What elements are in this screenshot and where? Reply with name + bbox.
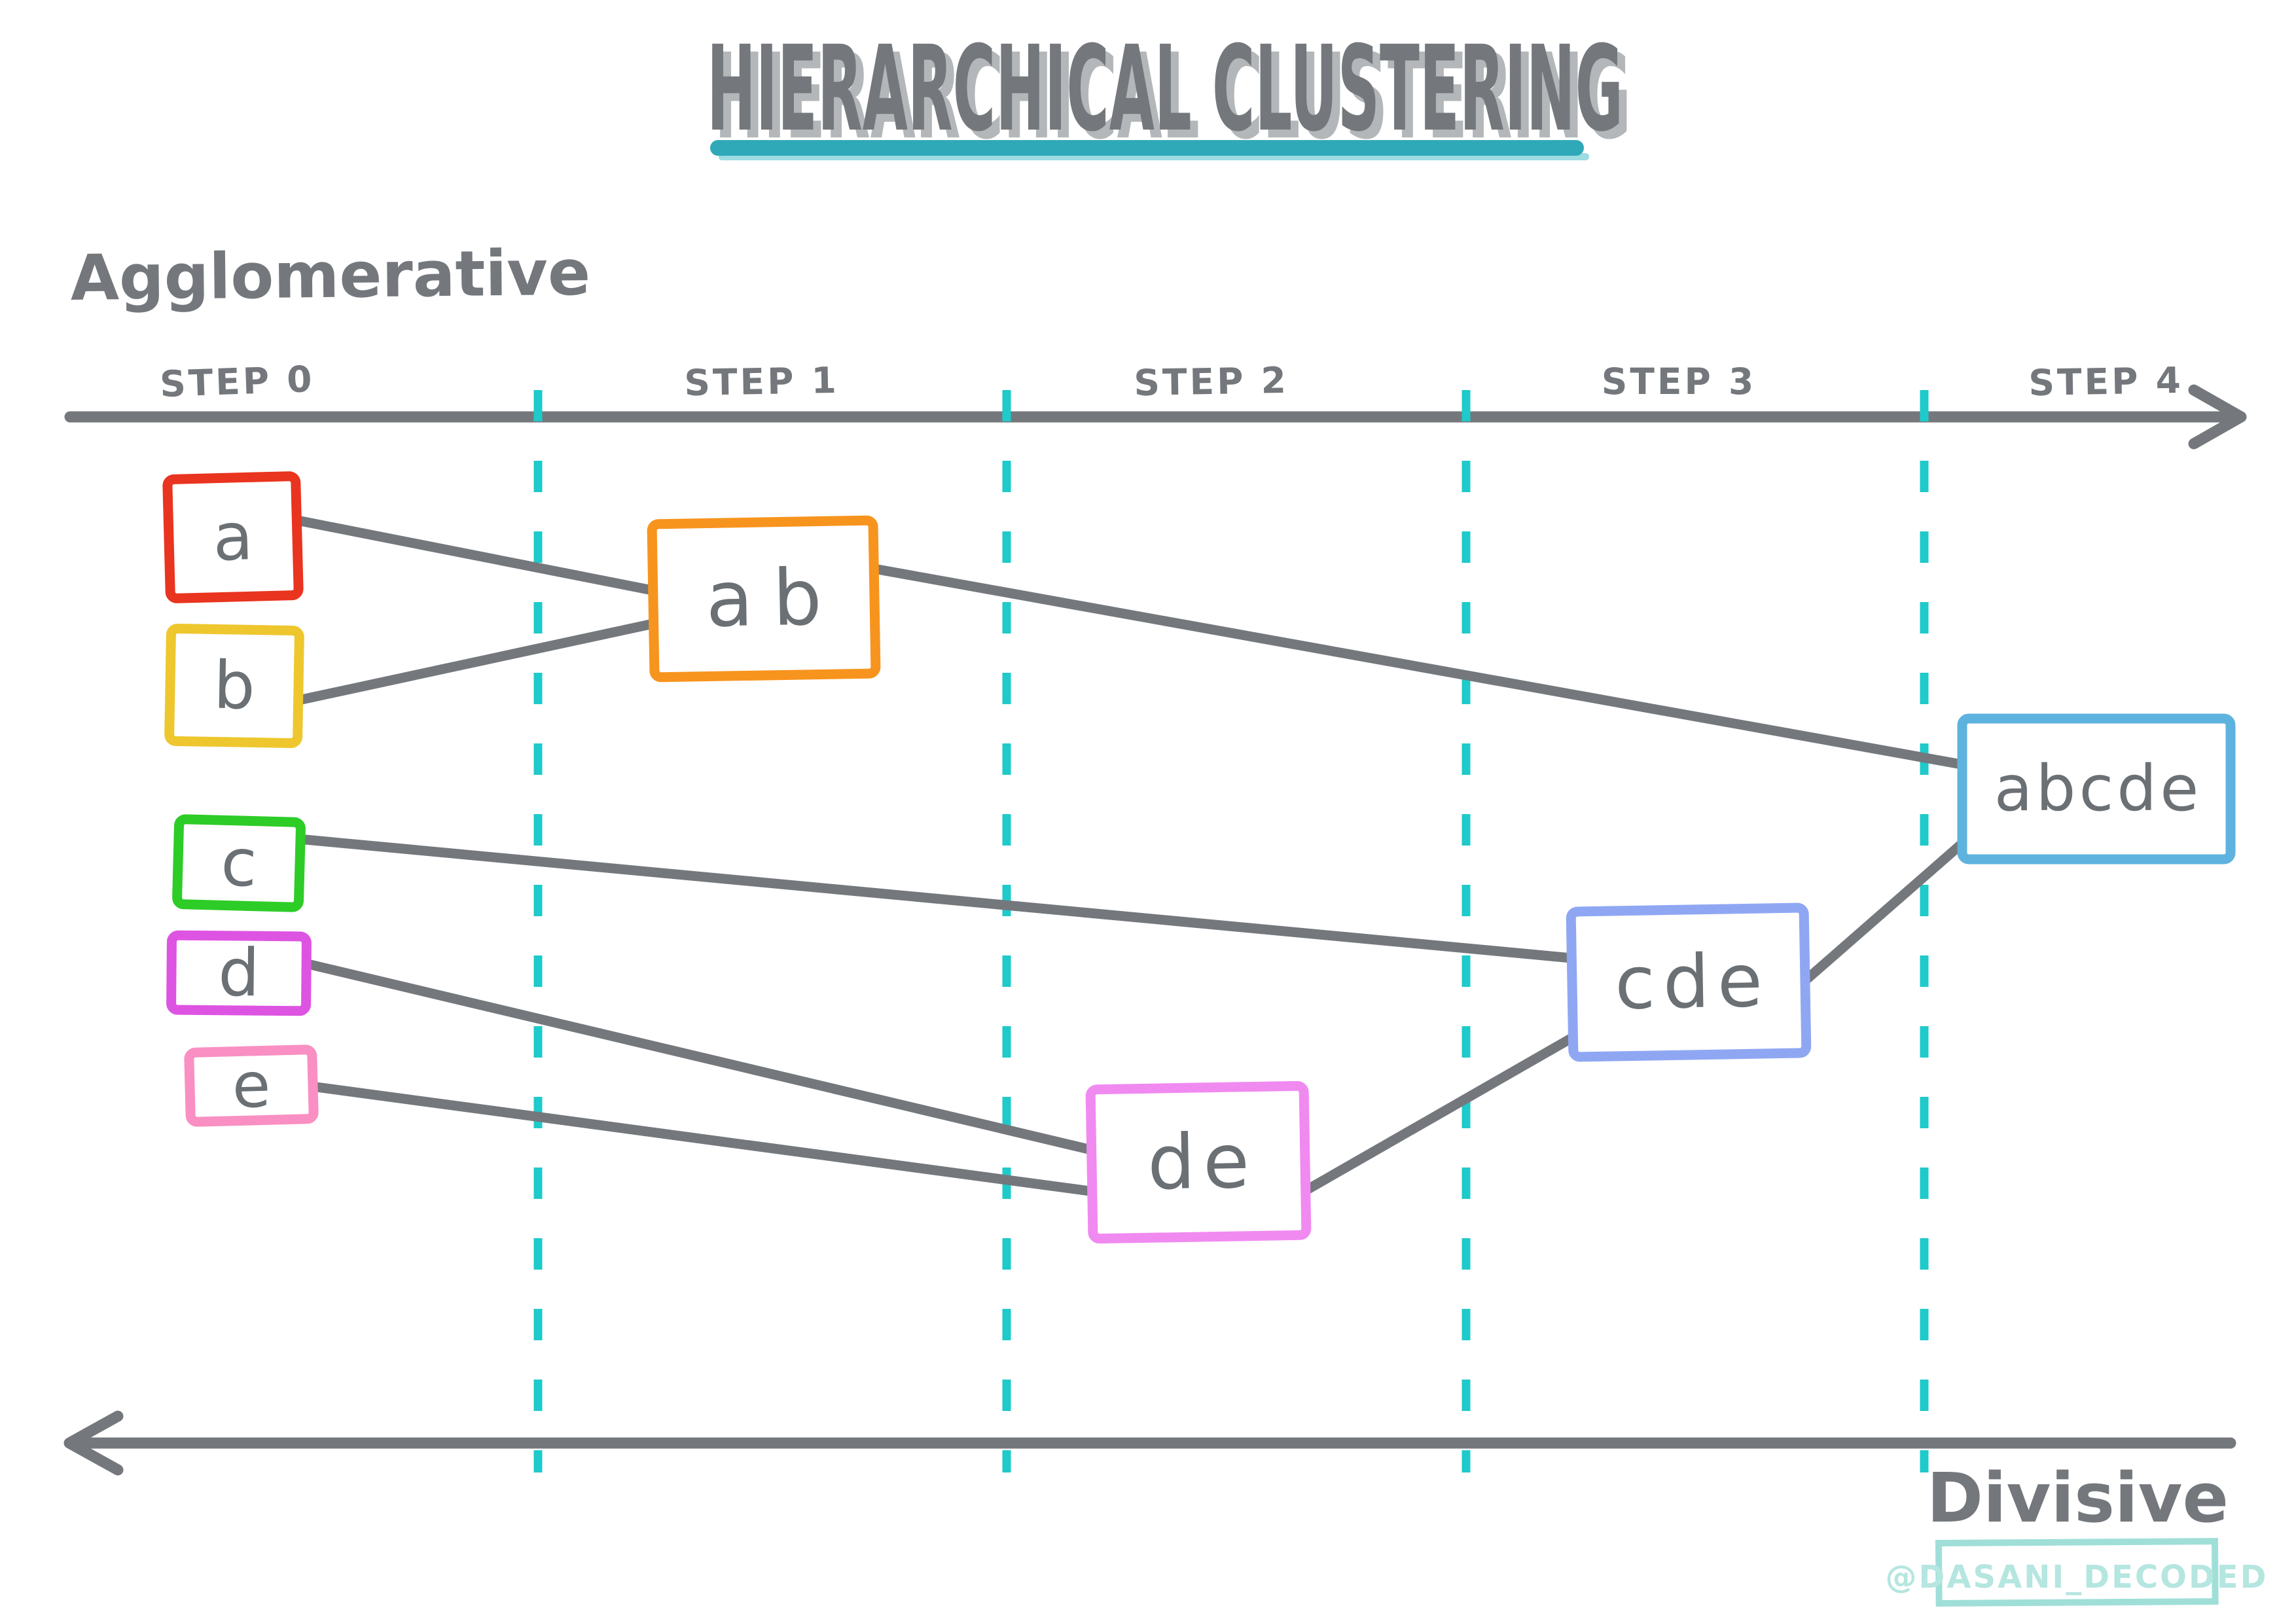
merge-edge-a-ab <box>292 515 668 597</box>
step-label: STEP 3 <box>1602 361 1756 402</box>
node-e: e <box>184 1044 319 1127</box>
node-b-box <box>164 623 304 749</box>
agglomerative-label: Agglomerative <box>70 236 590 315</box>
node-a: a <box>162 471 304 603</box>
step-label: STEP 0 <box>159 358 315 405</box>
divisive-label: Divisive <box>1927 1458 2229 1538</box>
node-de-box <box>1085 1080 1312 1244</box>
page-title: HIERARCHICAL CLUSTERING <box>707 21 1623 158</box>
node-d: d <box>166 930 312 1016</box>
watermark-box <box>1935 1538 2219 1607</box>
merge-edge-d-de <box>300 958 1105 1157</box>
step-label: STEP 4 <box>2028 359 2184 404</box>
bottom-axis-arrowhead-icon <box>63 1410 124 1476</box>
node-c-box <box>172 814 306 912</box>
node-ab-label: ab <box>705 552 842 645</box>
node-abcde-box <box>1957 713 2236 865</box>
merge-edge-e-de <box>306 1081 1105 1198</box>
node-abcde: abcde <box>1957 713 2236 865</box>
node-abcde-label: abcde <box>1994 752 2202 825</box>
merge-edge-de-cde <box>1297 1029 1584 1198</box>
node-e-box <box>184 1044 319 1127</box>
node-d-box <box>166 930 312 1016</box>
watermark: @DASANI_DECODED <box>1886 1538 2269 1607</box>
step-labels: STEP 0 STEP 1 STEP 2 STEP 3 STEP 4 <box>159 358 2183 405</box>
top-axis-arrowhead-icon <box>2188 384 2247 450</box>
step-label: STEP 1 <box>684 359 840 404</box>
merge-edge-b-ab <box>293 616 668 705</box>
node-ab-box <box>647 515 881 683</box>
merge-edge-cde-abcde <box>1797 832 1974 988</box>
node-e-label: e <box>231 1050 271 1122</box>
node-a-box <box>162 471 304 603</box>
node-de: de <box>1085 1080 1312 1244</box>
merge-edge-ab-abcde <box>865 563 1974 771</box>
node-de-label: de <box>1147 1118 1258 1207</box>
node-c-label: c <box>220 824 258 901</box>
node-d-label: d <box>218 935 260 1012</box>
title-underline <box>710 140 1584 156</box>
watermark-text: @DASANI_DECODED <box>1886 1559 2269 1596</box>
step-label: STEP 2 <box>1134 359 1289 404</box>
node-a-label: a <box>212 498 254 576</box>
node-ab: ab <box>647 515 881 683</box>
node-cde-label: cde <box>1614 938 1771 1026</box>
merge-edge-c-cde <box>293 834 1584 964</box>
merge-edges <box>292 515 1974 1198</box>
node-cde-box <box>1566 902 1812 1062</box>
node-b-label: b <box>213 647 256 724</box>
node-cde: cde <box>1566 902 1812 1062</box>
node-b: b <box>164 623 304 749</box>
node-c: c <box>172 814 306 912</box>
